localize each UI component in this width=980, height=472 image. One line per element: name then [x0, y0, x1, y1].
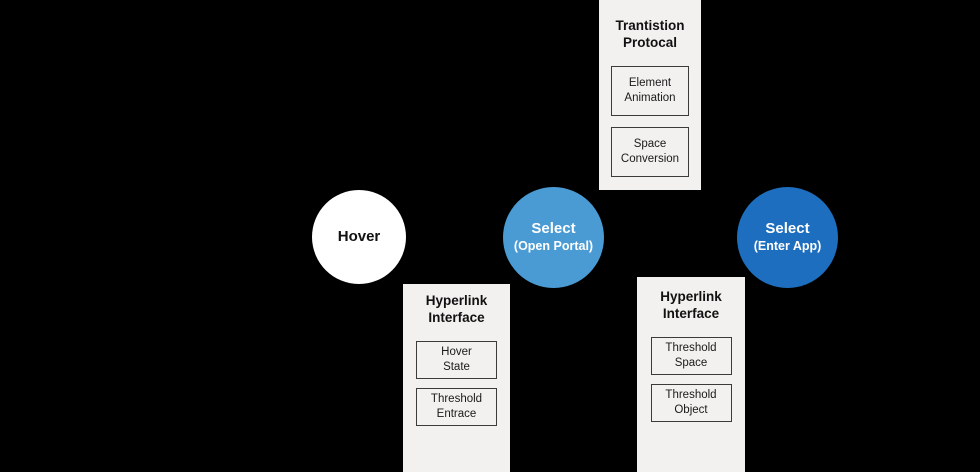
node-select-enter-app[interactable]: Select (Enter App) — [737, 187, 838, 288]
panel-hyperlink-interface-right[interactable]: Hyperlink Interface Threshold Space Thre… — [637, 277, 745, 472]
node-select-open-portal[interactable]: Select (Open Portal) — [503, 187, 604, 288]
node-hover-title: Hover — [337, 228, 381, 245]
box-hover-state[interactable]: Hover State — [416, 340, 497, 379]
box-space-conversion[interactable]: Space Conversion — [611, 126, 689, 177]
panel-transition-protocol[interactable]: Trantistion Protocal Element Animation S… — [599, 0, 701, 190]
box-element-animation[interactable]: Element Animation — [611, 65, 689, 116]
panel-hyperlink-interface-right-title: Hyperlink Interface — [660, 289, 722, 321]
box-threshold-entrace[interactable]: Threshold Entrace — [416, 387, 497, 426]
panel-transition-protocol-title: Trantistion Protocal — [615, 18, 685, 50]
node-select-enter-app-title: Select — [765, 220, 810, 238]
node-select-open-portal-title: Select — [531, 220, 576, 238]
node-select-open-portal-subtitle: (Open Portal) — [513, 239, 594, 254]
node-hover[interactable]: Hover — [312, 190, 406, 284]
panel-hyperlink-interface-left[interactable]: Hyperlink Interface Hover State Threshol… — [403, 284, 510, 472]
panel-hyperlink-interface-left-title: Hyperlink Interface — [425, 293, 488, 325]
box-threshold-space[interactable]: Threshold Space — [650, 336, 732, 375]
box-threshold-object[interactable]: Threshold Object — [650, 383, 732, 422]
node-select-enter-app-subtitle: (Enter App) — [753, 239, 822, 254]
